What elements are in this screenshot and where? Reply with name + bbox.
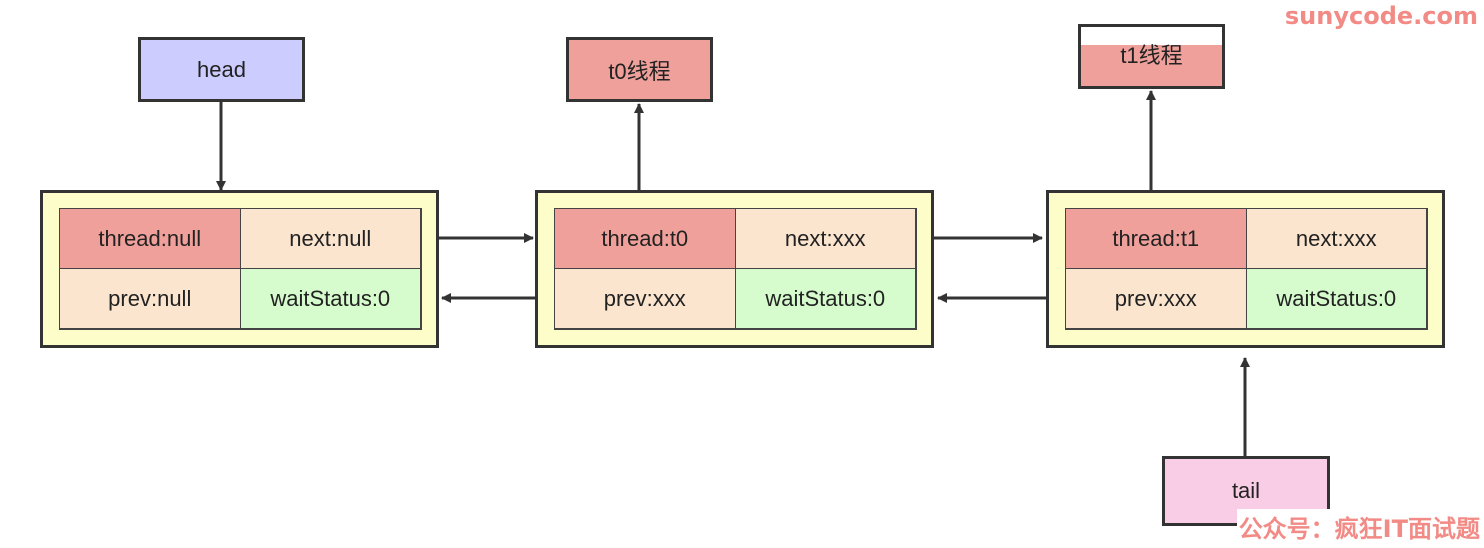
- node-2-next-cell: next:xxx: [1245, 208, 1427, 269]
- node-0-prev-cell: prev:null: [59, 268, 241, 329]
- node-2-prev-cell: prev:xxx: [1065, 268, 1247, 329]
- node-0-next-cell: next:null: [239, 208, 421, 269]
- node-0-waitstatus-cell: waitStatus:0: [239, 268, 421, 329]
- queue-node-1: thread:t0 next:xxx prev:xxx waitStatus:0: [535, 190, 934, 348]
- tail-label: tail: [1231, 478, 1261, 503]
- node-1-fields: thread:t0 next:xxx prev:xxx waitStatus:0: [554, 208, 917, 330]
- node-2-waitstatus-cell: waitStatus:0: [1245, 268, 1427, 329]
- node-2-thread-cell: thread:t1: [1065, 208, 1247, 269]
- queue-node-0: thread:null next:null prev:null waitStat…: [40, 190, 439, 348]
- node-0-thread-cell: thread:null: [59, 208, 241, 269]
- node-1-prev-cell: prev:xxx: [554, 268, 736, 329]
- site-watermark: sunycode.com: [1284, 2, 1478, 30]
- queue-node-2: thread:t1 next:xxx prev:xxx waitStatus:0: [1046, 190, 1445, 348]
- t0-thread-box: t0线程: [566, 37, 713, 102]
- node-2-fields: thread:t1 next:xxx prev:xxx waitStatus:0: [1065, 208, 1428, 330]
- node-0-fields: thread:null next:null prev:null waitStat…: [59, 208, 422, 330]
- head-label: head: [197, 56, 246, 82]
- head-pointer-box: head: [138, 37, 305, 102]
- t1-thread-label: t1线程: [1120, 42, 1183, 68]
- node-1-waitstatus-cell: waitStatus:0: [734, 268, 916, 329]
- t1-thread-box: t1线程: [1078, 24, 1225, 89]
- t0-thread-label: t0线程: [608, 58, 671, 84]
- node-1-thread-cell: thread:t0: [554, 208, 736, 269]
- account-watermark: 公众号：疯狂IT面试题: [1236, 509, 1482, 544]
- node-1-next-cell: next:xxx: [734, 208, 916, 269]
